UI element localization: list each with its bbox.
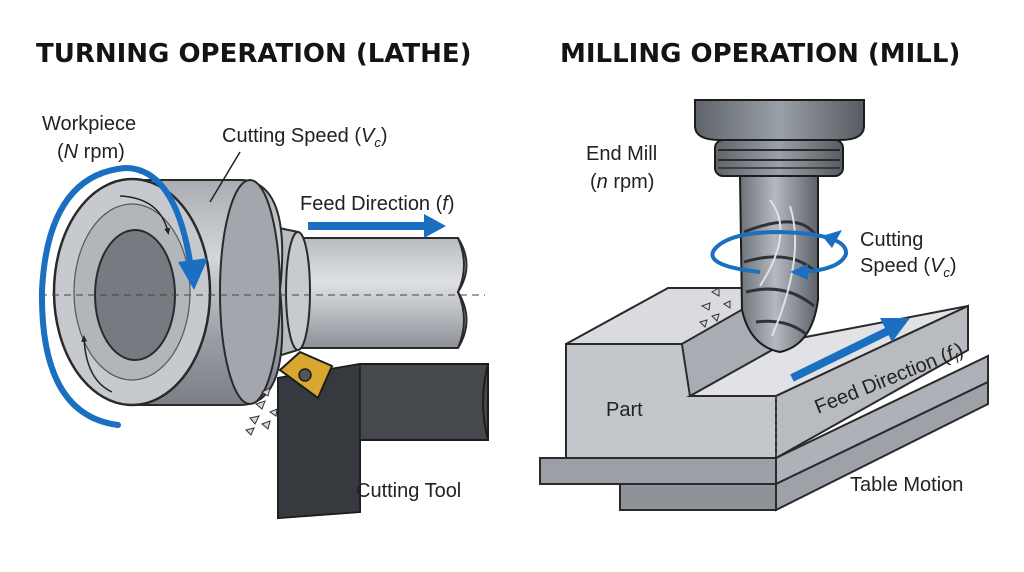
rotation-arrow-icon: [38, 164, 195, 428]
cutting-insert: [278, 350, 334, 400]
chip-icon: [245, 387, 278, 436]
feed-arrow-icon: [308, 214, 446, 238]
milling-title: MILLING OPERATION (MILL): [560, 39, 960, 69]
cutting-speed-label: Cutting Speed (Vc): [222, 125, 388, 150]
workpiece-rpm-label: (N rpm): [57, 141, 125, 163]
cutting-tool-label: Cutting Tool: [356, 480, 461, 502]
mill-spindle: [694, 99, 865, 141]
end-mill-label: End Mill: [586, 143, 657, 165]
mill-cutting-speed-label-1: Cutting: [860, 229, 923, 251]
mill-table-base: [619, 483, 777, 511]
feed-arrow-icon: [790, 318, 910, 382]
spindle-collet: [714, 139, 844, 177]
mill-drawing: [539, 99, 989, 512]
mill-cutting-speed-label-2: Speed (Vc): [860, 255, 957, 280]
end-mill-rpm-label: (n rpm): [590, 171, 654, 193]
chip-icon: [699, 287, 731, 328]
rotation-arrow-icon: [710, 229, 848, 280]
cutting-speed-leader: [209, 151, 241, 203]
end-mill-flutes: [743, 220, 818, 336]
lathe-drawing: [38, 151, 489, 520]
feed-direction-label: Feed Direction (f): [300, 193, 455, 215]
workpiece-shaft: [299, 237, 468, 349]
workpiece-label: Workpiece: [42, 113, 136, 135]
end-mill: [738, 175, 819, 354]
part-label: Part: [606, 399, 643, 421]
turning-title: TURNING OPERATION (LATHE): [36, 39, 472, 69]
table-motion-label: Table Motion: [850, 474, 963, 496]
